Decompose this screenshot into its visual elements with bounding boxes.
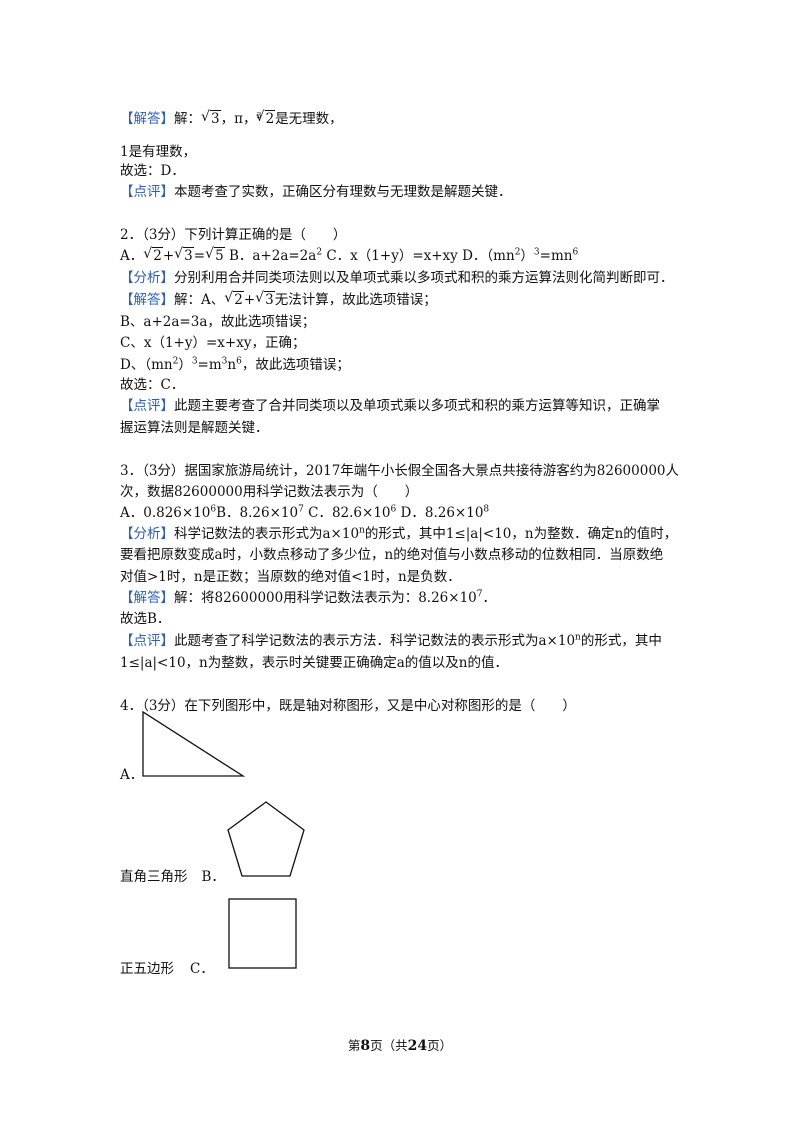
page-number: 8 <box>360 1038 371 1054</box>
q3-stem-2: 次，数据82600000用科学记数法表示为（ ） <box>120 484 419 500</box>
q2-solution: 【解答】解：A、2+3无法计算，故此选项错误； <box>120 289 437 309</box>
comment-line: 【点评】本题考查了实数，正确区分有理数与无理数是解题关键． <box>120 184 512 200</box>
q2-comment-1: 【点评】此题主要考查了合并同类项以及单项式乘以多项式和积的乘方运算等知识，正确掌 <box>120 398 660 414</box>
square-figure <box>228 898 297 969</box>
q3-comment-1: 【点评】此题考查了科学记数法的表示方法．科学记数法的表示形式为a×10n的形式，… <box>120 632 662 649</box>
q2-line-c: C、x（1+y）=x+xy，正确； <box>120 335 306 351</box>
q3-options: A．0.826×106B．8.26×107 C．82.6×106 D．8.26×… <box>120 504 490 521</box>
q3-analysis-1: 【分析】科学记数法的表示形式为a×10n的形式，其中1≤|a|<10，n为整数．… <box>120 525 678 542</box>
q2-analysis: 【分析】分别利用合并同类项法则以及单项式乘以多项式和积的乘方运算法则化简判断即可… <box>120 270 674 286</box>
cbrt-2: 2 <box>256 108 276 128</box>
q3-choose: 故选B． <box>120 611 171 627</box>
page-total: 24 <box>407 1038 428 1054</box>
answer-line-1: 【解答】解：3，π，32是无理数， <box>120 108 343 128</box>
q2-line-d: D、（mn2）3=m3n6，故此选项错误； <box>120 356 350 373</box>
q2-line-b: B、a+2a=3a，故此选项错误； <box>120 314 316 330</box>
choice-line: 故选：D． <box>120 163 185 179</box>
q2-options: A．2+3=5 B．a+2a=2a2 C．x（1+y）=x+xy D．（mn2）… <box>120 245 578 265</box>
right-triangle-figure <box>142 710 246 777</box>
q2-stem: 2．（3分）下列计算正确的是（ ） <box>120 227 347 243</box>
q3-stem-1: 3．（3分）据国家旅游局统计，2017年端午小长假全国各大景点共接待游客约为82… <box>120 463 679 479</box>
sqrt-3: 3 <box>201 108 221 128</box>
q4-stem: 4．（3分）在下列图形中，既是轴对称图形，又是中心对称图形的是（ ） <box>120 698 576 714</box>
q3-analysis-2: 要看把原数变成a时，小数点移动了多少位，n的绝对值与小数点移动的位数相同．当原数… <box>120 547 664 563</box>
q2-comment-2: 握运算法则是解题关键． <box>120 420 269 436</box>
text-line: 1是有理数， <box>120 144 197 160</box>
q2-choose: 故选：C． <box>120 377 185 393</box>
q3-analysis-3: 对值>1时，n是正数；当原数的绝对值<1时，n是负数． <box>120 569 461 585</box>
q3-comment-2: 1≤|a|<10，n为整数，表示时关键要正确确定a的值以及n的值． <box>120 655 508 671</box>
regular-pentagon-figure <box>227 801 305 877</box>
comment-tag: 【点评】 <box>120 184 174 200</box>
q3-solution: 【解答】解：将82600000用科学记数法表示为：8.26×107． <box>120 589 496 606</box>
page-footer: 第8页（共24页） <box>347 1038 453 1054</box>
answer-tag: 【解答】 <box>120 111 174 127</box>
option-a-label: A． <box>120 767 144 783</box>
